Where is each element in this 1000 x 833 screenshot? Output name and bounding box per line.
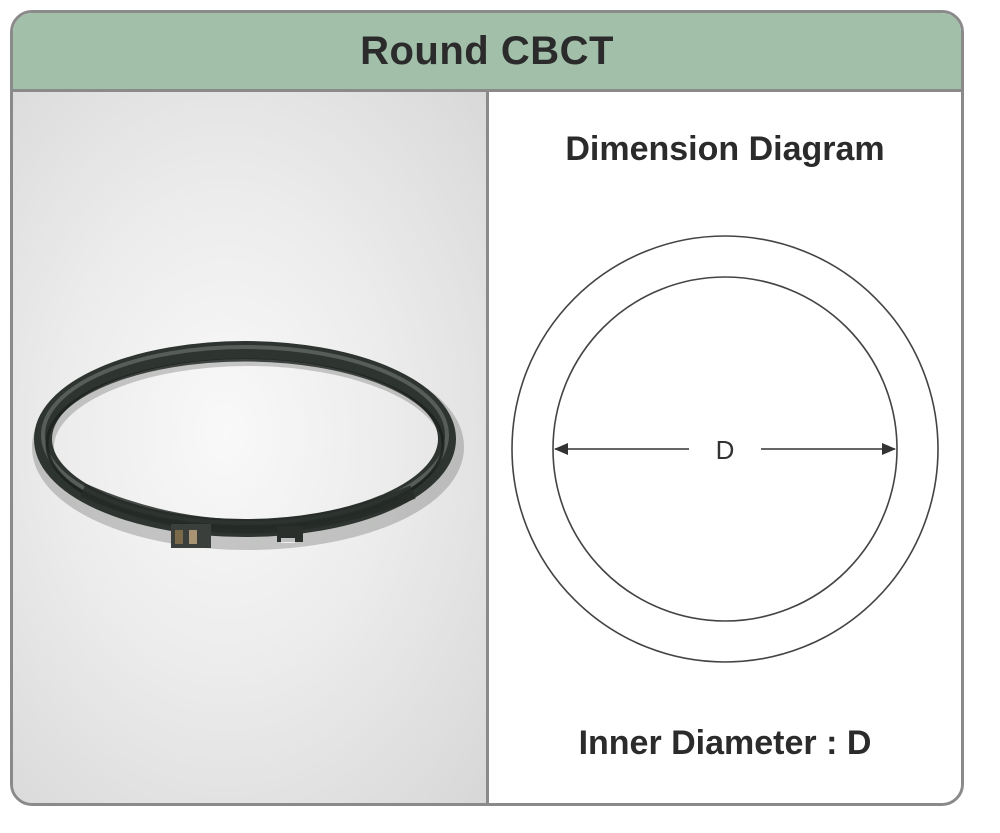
product-card: Round CBCT Dimension Diagram [10, 10, 964, 806]
dimension-diagram-panel: Dimension Diagram D Inner Diameter : D [489, 92, 961, 803]
ring-cbct-photo-icon [32, 341, 464, 550]
diagram-title: Dimension Diagram [565, 130, 885, 168]
dimension-diagram: D [511, 235, 939, 663]
inner-circle [552, 276, 898, 622]
inner-diameter-caption: Inner Diameter : D [578, 724, 872, 762]
dimension-label: D [716, 435, 735, 465]
product-title: Round CBCT [360, 28, 614, 73]
product-photo-panel [13, 92, 489, 803]
outer-circle [511, 235, 939, 663]
card-header: Round CBCT [13, 13, 961, 92]
